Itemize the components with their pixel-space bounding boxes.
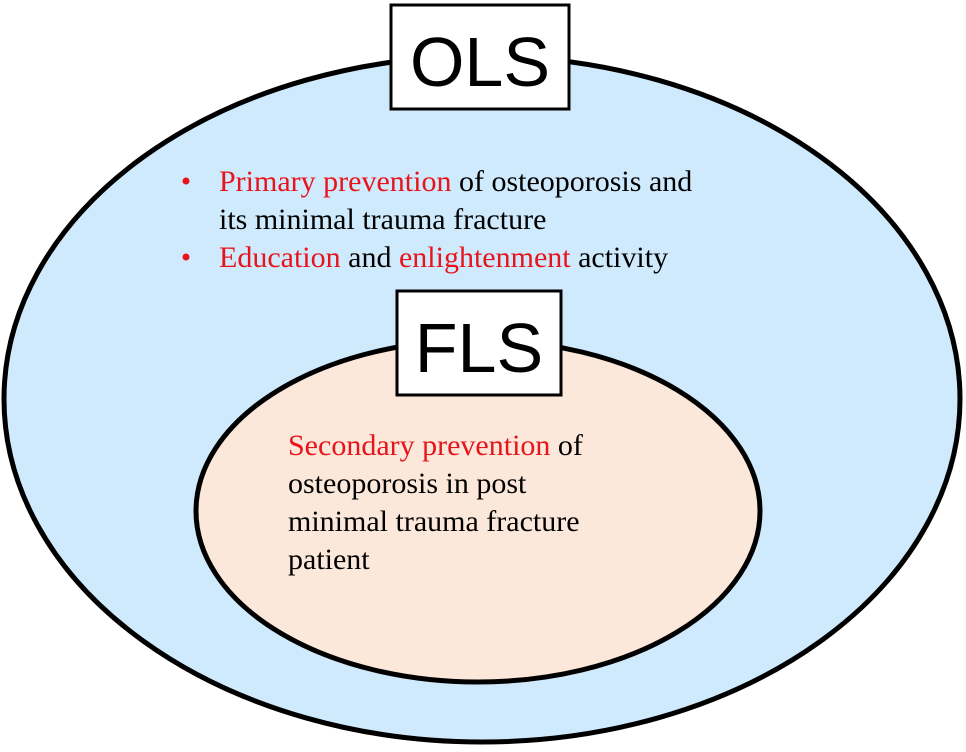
highlight-text: enlightenment	[399, 241, 571, 274]
fls-description-line: Secondary prevention of	[288, 429, 583, 462]
highlight-text: Education	[219, 241, 341, 274]
ols-bullet-line: Primary prevention of osteoporosis and	[219, 165, 692, 198]
text-segment: minimal trauma fracture	[288, 505, 580, 538]
fls-description-line: minimal trauma fracture	[288, 505, 580, 538]
fls-description-line: patient	[288, 543, 370, 576]
text-segment: and	[341, 241, 399, 274]
fls-label: FLS	[415, 309, 543, 387]
text-segment: activity	[571, 241, 668, 274]
text-segment: its minimal trauma fracture	[219, 203, 546, 236]
fls-description-line: osteoporosis in post	[288, 467, 527, 500]
ols-bullet-line: Education and enlightenment activity	[219, 241, 668, 274]
ols-bullet-line: its minimal trauma fracture	[219, 203, 546, 236]
fls-description: Secondary prevention of osteoporosis in p…	[288, 429, 583, 576]
text-segment: of	[550, 429, 583, 462]
text-segment: patient	[288, 543, 370, 576]
bullet-dot-icon	[182, 253, 190, 261]
ols-label-box	[389, 3, 571, 111]
text-segment: of osteoporosis and	[451, 165, 692, 198]
highlight-text: Secondary prevention	[288, 429, 550, 462]
bullet-dot-icon	[182, 177, 190, 185]
ols-bullet-list: Primary prevention of osteoporosis and it…	[182, 165, 692, 274]
fls-label-box	[395, 289, 563, 397]
ols-label: OLS	[410, 23, 550, 101]
highlight-text: Primary prevention	[219, 165, 451, 198]
text-segment: osteoporosis in post	[288, 467, 527, 500]
